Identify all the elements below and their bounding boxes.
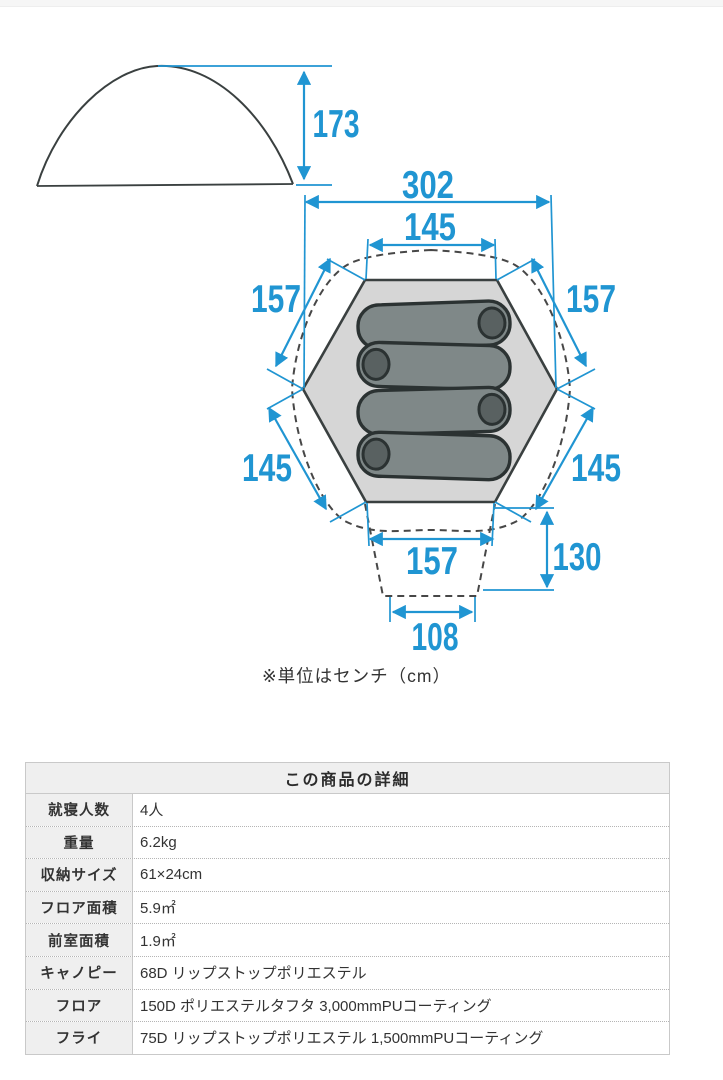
upper-left-dimension-line [275, 257, 331, 368]
sleeping-bag-1 [356, 299, 512, 351]
label-upper-right-edge: 157 [566, 278, 616, 321]
spec-label: フロア [26, 989, 133, 1022]
spec-label: フロア面積 [26, 891, 133, 924]
spec-label: 就寝人数 [26, 794, 133, 826]
extension-line [494, 501, 532, 523]
vestibule-outline-dashed [364, 503, 496, 597]
extension-line [550, 194, 557, 389]
spec-label: キャノピー [26, 956, 133, 989]
dome-outline [36, 64, 294, 187]
extension-line [556, 388, 596, 410]
label-lower-right-edge: 145 [571, 447, 621, 490]
label-inner-top-width: 145 [404, 206, 456, 249]
lower-left-dimension-line [268, 406, 327, 511]
lower-right-dimension-line [535, 406, 594, 511]
sleeping-bag-4 [356, 430, 512, 482]
extension-line [303, 194, 306, 389]
spec-value: 4人 [140, 802, 164, 820]
spec-row-fly-material: フライ 75D リップストップポリエステル 1,500mmPUコーティング [26, 1021, 669, 1054]
extension-line [326, 258, 366, 281]
spec-value: 1.9㎡ [140, 932, 176, 950]
spec-value: 6.2kg [140, 833, 177, 851]
dome-ground-line [36, 183, 294, 187]
spec-row-packed-size: 収納サイズ 61×24cm [26, 858, 669, 891]
extension-line [556, 368, 596, 390]
spec-table-title: この商品の詳細 [26, 763, 669, 794]
extension-line [491, 502, 495, 547]
dimension-labels: 173 302 145 157 157 145 145 157 130 108 [242, 103, 621, 659]
spec-value: 61×24cm [140, 866, 203, 884]
spec-label: フライ [26, 1022, 133, 1054]
spec-value: 150D ポリエステルタフタ 3,000mmPUコーティング [140, 997, 492, 1015]
spec-row-canopy: キャノピー 68D リップストップポリエステル [26, 955, 669, 989]
sleeping-bags [356, 299, 512, 482]
spec-value: 5.9㎡ [140, 900, 176, 918]
spec-label: 収納サイズ [26, 859, 133, 891]
page-top-divider [0, 0, 723, 7]
dimension-lines [158, 65, 596, 622]
label-upper-left-edge: 157 [251, 278, 301, 321]
sleeping-bag-2 [356, 340, 512, 392]
spec-row-floor-material: フロア 150D ポリエステルタフタ 3,000mmPUコーティング [26, 988, 669, 1022]
unit-note: ※単位はセンチ（cm） [262, 666, 451, 686]
extension-line [266, 388, 304, 410]
label-vestibule-depth: 130 [553, 536, 602, 579]
spec-value: 75D リップストップポリエステル 1,500mmPUコーティング [140, 1030, 544, 1048]
fly-outline-dashed [290, 248, 572, 533]
upper-right-dimension-line [531, 257, 587, 368]
spec-label: 重量 [26, 826, 133, 859]
extension-line [494, 238, 497, 280]
tent-side-profile [36, 64, 294, 187]
extension-line [496, 258, 536, 281]
spec-row-capacity: 就寝人数 4人 [26, 794, 669, 826]
spec-row-vestibule-area: 前室面積 1.9㎡ [26, 923, 669, 956]
product-spec-table: この商品の詳細 就寝人数 4人 重量 6.2kg 収納サイズ 61×24cm フ… [25, 762, 670, 1055]
spec-label: 前室面積 [26, 924, 133, 956]
spec-row-floor-area: フロア面積 5.9㎡ [26, 890, 669, 924]
label-vestibule-width: 108 [412, 616, 459, 659]
extension-line [366, 502, 370, 547]
sleeping-bag-3 [356, 385, 512, 437]
label-lower-left-edge: 145 [242, 447, 292, 490]
spec-row-weight: 重量 6.2kg [26, 825, 669, 859]
label-total-width: 302 [402, 164, 454, 207]
label-height: 173 [313, 103, 360, 146]
extension-line [365, 238, 369, 280]
label-inner-bottom-width: 157 [406, 540, 458, 583]
tent-dimension-diagram: 173 302 145 157 157 145 145 157 130 108 … [36, 64, 621, 686]
extension-line [266, 368, 304, 390]
spec-value: 68D リップストップポリエステル [140, 965, 367, 983]
extension-line [329, 501, 367, 523]
